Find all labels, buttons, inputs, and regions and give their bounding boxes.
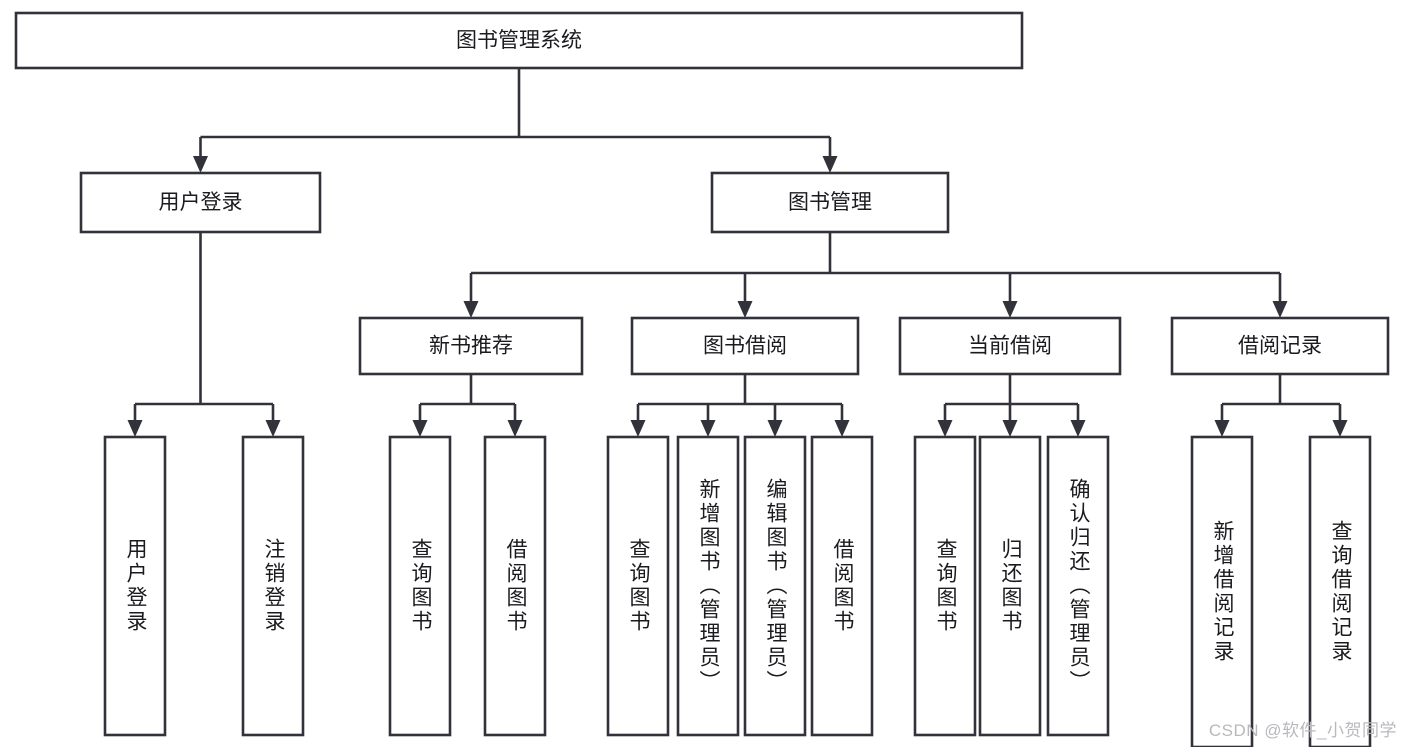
connector-layer <box>127 68 1348 437</box>
node-label-borrow-record: 借阅记录 <box>1238 335 1322 358</box>
conn-bookborrow-to-leaves-arrow-leaf-query-book-borrow <box>630 420 646 437</box>
node-box-book-borrow <box>630 316 860 376</box>
conn-bm-to-level2-arrow-borrow-record <box>1272 301 1288 318</box>
conn-newbook-to-leaves <box>412 374 523 437</box>
node-box-leaf-borrow-book <box>810 435 874 737</box>
node-leaf-query-book-new[interactable] <box>388 435 452 737</box>
node-box-leaf-query-book-current <box>913 435 977 737</box>
node-label-book-borrow: 图书借阅 <box>703 335 787 358</box>
node-box-leaf-user-login <box>103 435 167 737</box>
conn-root-to-level1-arrow-book-management <box>822 156 838 173</box>
node-leaf-user-login[interactable] <box>103 435 167 737</box>
node-leaf-logout[interactable] <box>241 435 305 737</box>
conn-userlogin-to-leaves-arrow-leaf-user-login <box>127 420 143 437</box>
node-box-leaf-add-borrow-record <box>1190 435 1254 747</box>
conn-bm-to-level2-arrow-current-borrow <box>1002 301 1018 318</box>
node-box-leaf-query-borrow-record <box>1308 435 1372 747</box>
node-box-user-login <box>79 171 322 234</box>
conn-bookborrow-to-leaves-arrow-leaf-borrow-book <box>834 420 850 437</box>
conn-newbook-to-leaves-arrow-leaf-query-book-new <box>412 420 428 437</box>
node-box-new-book-recommend <box>358 316 584 376</box>
node-borrow-record[interactable]: 借阅记录 <box>1170 316 1390 376</box>
node-box-leaf-confirm-return-admin <box>1046 435 1110 737</box>
conn-currentborrow-to-leaves-arrow-leaf-confirm-return-admin <box>1070 420 1086 437</box>
node-leaf-confirm-return-admin[interactable] <box>1046 435 1110 737</box>
node-label-book-management: 图书管理 <box>788 191 872 214</box>
node-leaf-query-book-current[interactable] <box>913 435 977 737</box>
conn-borrowrecord-to-leaves-arrow-leaf-add-borrow-record <box>1214 420 1230 437</box>
node-box-leaf-return-book <box>978 435 1042 737</box>
conn-borrowrecord-to-leaves-arrow-leaf-query-borrow-record <box>1332 420 1348 437</box>
node-leaf-edit-book-admin[interactable] <box>743 435 807 737</box>
node-leaf-return-book[interactable] <box>978 435 1042 737</box>
conn-currentborrow-to-leaves <box>937 374 1086 437</box>
node-leaf-add-borrow-record[interactable] <box>1190 435 1254 747</box>
node-leaf-query-borrow-record[interactable] <box>1308 435 1372 747</box>
conn-bm-to-level2-arrow-book-borrow <box>737 301 753 318</box>
node-leaf-add-book-admin[interactable] <box>676 435 740 737</box>
node-box-borrow-record <box>1170 316 1390 376</box>
conn-userlogin-to-leaves-arrow-leaf-logout <box>265 420 281 437</box>
conn-bm-to-level2-arrow-new-book-recommend <box>463 301 479 318</box>
node-box-leaf-add-book-admin <box>676 435 740 737</box>
node-label-user-login: 用户登录 <box>159 191 243 214</box>
node-box-leaf-query-book-new <box>388 435 452 737</box>
node-root[interactable]: 图书管理系统 <box>14 11 1024 70</box>
conn-currentborrow-to-leaves-arrow-leaf-return-book <box>1002 420 1018 437</box>
node-label-root: 图书管理系统 <box>456 29 582 52</box>
conn-bookborrow-to-leaves <box>630 374 850 437</box>
conn-root-to-level1-arrow-user-login <box>193 156 208 173</box>
conn-userlogin-to-leaves <box>127 232 281 437</box>
node-book-management[interactable]: 图书管理 <box>710 171 950 234</box>
node-current-borrow[interactable]: 当前借阅 <box>898 316 1122 376</box>
watermark-csdn: CSDN @软件_小贺同学 <box>1208 721 1397 740</box>
node-leaf-query-book-borrow[interactable] <box>606 435 670 737</box>
conn-bookborrow-to-leaves-arrow-leaf-add-book-admin <box>700 420 716 437</box>
node-box-leaf-query-book-borrow <box>606 435 670 737</box>
node-user-login[interactable]: 用户登录 <box>79 171 322 234</box>
conn-bookborrow-to-leaves-arrow-leaf-edit-book-admin <box>767 420 783 437</box>
node-box-book-management <box>710 171 950 234</box>
node-label-current-borrow: 当前借阅 <box>968 335 1052 358</box>
node-leaf-borrow-book[interactable] <box>810 435 874 737</box>
conn-bm-to-level2 <box>463 232 1288 318</box>
conn-borrowrecord-to-leaves <box>1214 374 1348 437</box>
node-box-leaf-logout <box>241 435 305 737</box>
node-label-new-book-recommend: 新书推荐 <box>429 335 513 358</box>
node-new-book-recommend[interactable]: 新书推荐 <box>358 316 584 376</box>
node-box-leaf-edit-book-admin <box>743 435 807 737</box>
node-leaf-borrow-book-new[interactable] <box>483 435 547 737</box>
node-book-borrow[interactable]: 图书借阅 <box>630 316 860 376</box>
conn-currentborrow-to-leaves-arrow-leaf-query-book-current <box>937 420 953 437</box>
node-box-leaf-borrow-book-new <box>483 435 547 737</box>
node-box-current-borrow <box>898 316 1122 376</box>
conn-root-to-level1 <box>193 68 838 173</box>
node-box-root <box>14 11 1024 70</box>
conn-newbook-to-leaves-arrow-leaf-borrow-book-new <box>507 420 523 437</box>
